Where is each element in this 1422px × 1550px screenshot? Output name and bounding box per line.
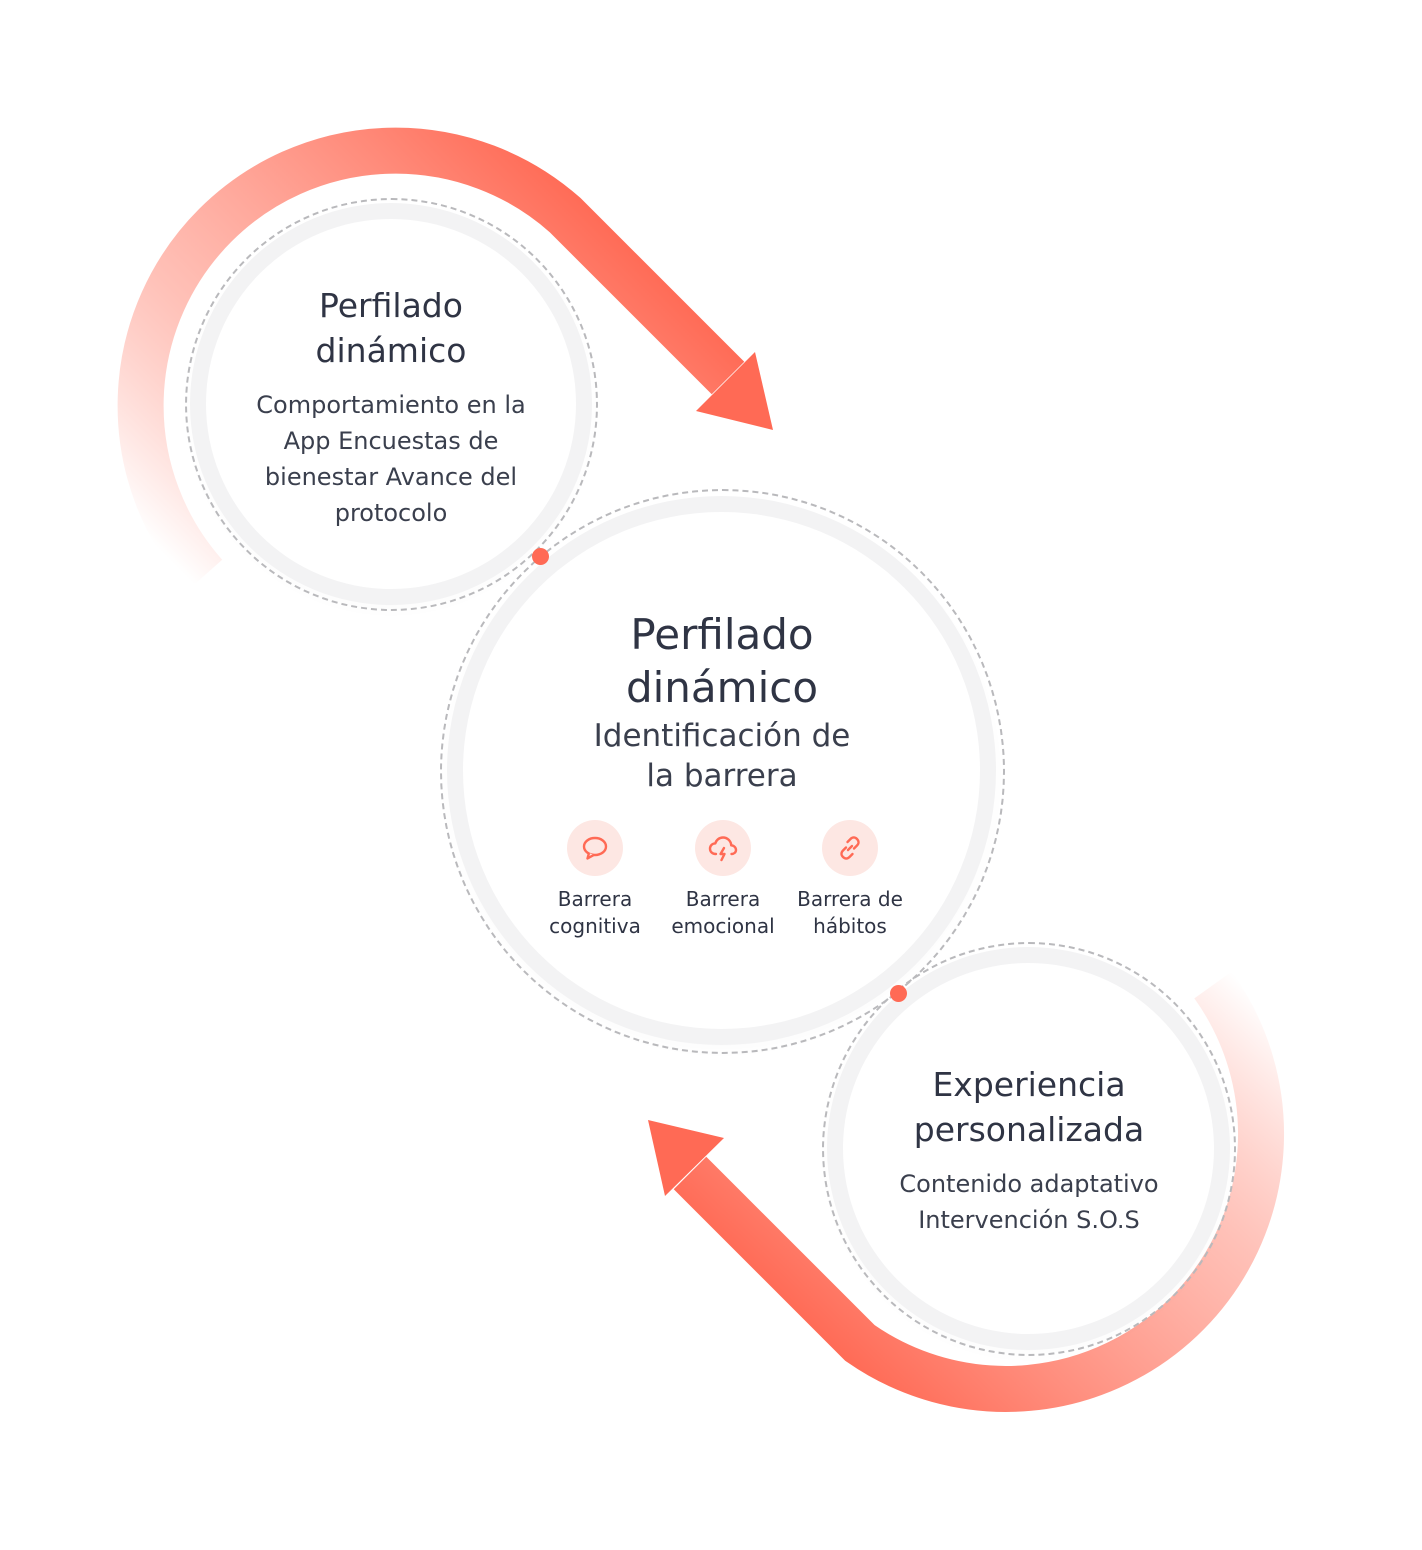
barrier-node-content: Perfilado dinámico Identificación de la … — [520, 608, 924, 796]
barrier-node-title: Perfilado dinámico — [520, 608, 924, 714]
speech-bubble-icon — [567, 820, 623, 876]
profile-node-description: Comportamiento en la App Encuestas de bi… — [256, 391, 526, 527]
arrow-head-top — [696, 352, 773, 430]
profile-node-title-line2: dinámico — [315, 331, 467, 370]
barrier-item-habits: Barrera de hábitos — [780, 820, 920, 940]
profile-node-title-line1: Perfilado — [319, 286, 463, 325]
barrier-item-emotional: Barrera emocional — [653, 820, 793, 940]
barrier-label-cognitive-line1: Barrera — [557, 887, 633, 911]
experience-node-description-line1: Contenido adaptativo — [899, 1170, 1159, 1198]
experience-node-content: Experiencia personalizada Contenido adap… — [860, 1062, 1198, 1238]
experience-node-title: Experiencia personalizada — [860, 1062, 1198, 1152]
connector-dot-bottom — [890, 985, 907, 1002]
barrier-label-emotional-line1: Barrera — [685, 887, 761, 911]
barrier-label-habits-line1: Barrera de — [797, 887, 903, 911]
barrier-label-cognitive-line2: cognitiva — [549, 914, 641, 938]
barrier-node-dashed-ring — [440, 489, 1005, 1054]
arrow-head-bottom — [648, 1120, 724, 1196]
experience-node-title-line1: Experiencia — [932, 1065, 1126, 1104]
barrier-label-cognitive: Barrera cognitiva — [525, 886, 665, 940]
profile-node-dashed-ring — [185, 198, 598, 611]
barrier-label-habits: Barrera de hábitos — [780, 886, 920, 940]
barrier-node-subtitle-line2: la barrera — [646, 758, 798, 794]
barrier-node-title-line1: Perfilado — [630, 610, 814, 659]
experience-node-title-line2: personalizada — [913, 1110, 1145, 1149]
profile-node-content: Perfilado dinámico Comportamiento en la … — [230, 283, 552, 531]
barrier-label-emotional-line2: emocional — [671, 914, 775, 938]
barrier-label-habits-line2: hábitos — [813, 914, 887, 938]
profile-node-title: Perfilado dinámico — [230, 283, 552, 373]
barrier-node-subtitle-line1: Identificación de — [593, 718, 851, 754]
arrow-arc-top — [117, 127, 745, 591]
barrier-item-cognitive: Barrera cognitiva — [525, 820, 665, 940]
experience-node-description-line2: Intervención S.O.S — [918, 1206, 1140, 1234]
experience-node-description: Contenido adaptativo Intervención S.O.S — [860, 1166, 1198, 1238]
barrier-label-emotional: Barrera emocional — [653, 886, 793, 940]
barrier-node-title-line2: dinámico — [625, 663, 819, 712]
link-icon — [822, 820, 878, 876]
storm-cloud-icon — [695, 820, 751, 876]
experience-node-dashed-ring — [822, 942, 1236, 1356]
barrier-node-subtitle: Identificación de la barrera — [520, 716, 924, 796]
connector-dot-top — [532, 548, 549, 565]
arrow-arc-bottom — [673, 971, 1285, 1412]
